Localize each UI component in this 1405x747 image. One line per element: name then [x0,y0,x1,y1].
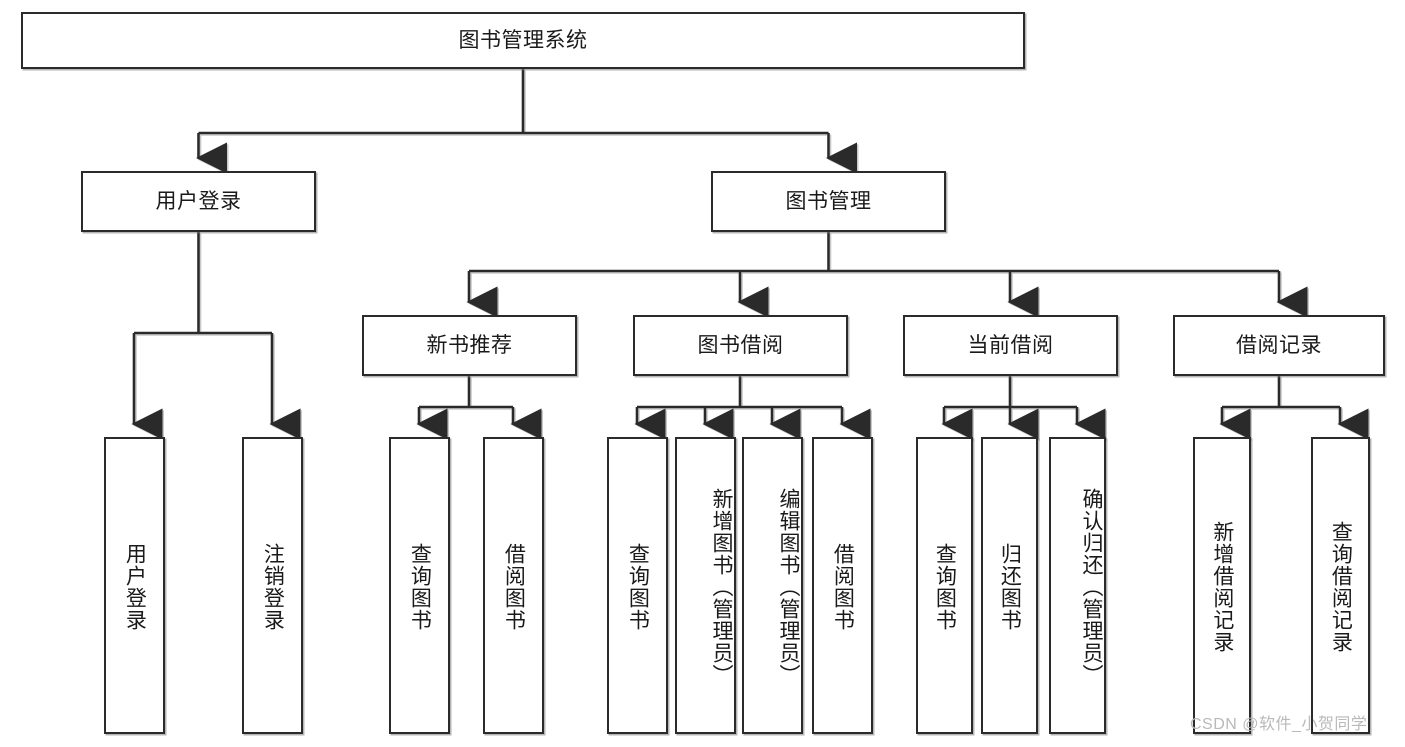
node-root-label: 图书管理系统 [458,28,588,52]
node-book-borrow-label: 图书借阅 [697,333,784,357]
leaf-user-login-label: 用户登录 [123,542,147,631]
node-current-borrow[interactable]: 当前借阅 [903,315,1118,376]
node-current-borrow-label: 当前借阅 [967,333,1054,357]
node-new-book-recommend-label: 新书推荐 [426,333,513,357]
node-book-borrow[interactable]: 图书借阅 [633,315,848,376]
node-book-manage-label: 图书管理 [785,189,872,213]
node-borrow-record-label: 借阅记录 [1236,333,1322,357]
leaf-edit-book[interactable]: 编辑图书（管理员） [742,437,803,734]
leaf-logout[interactable]: 注销登录 [242,437,303,734]
leaf-query-book-borrow[interactable]: 查询图书 [607,437,668,734]
leaf-logout-label: 注销登录 [261,542,285,631]
node-user-login-label: 用户登录 [155,189,242,213]
leaf-query-book-recommend-label: 查询图书 [408,542,432,631]
leaf-query-borrow-record[interactable]: 查询借阅记录 [1311,437,1370,734]
csdn-watermark: CSDN @软件_小贺同学 [1190,716,1368,733]
leaf-query-book-current[interactable]: 查询图书 [916,437,973,734]
leaf-confirm-return-label: 确认归还（管理员） [1080,487,1103,686]
leaf-borrow-book-borrow[interactable]: 借阅图书 [812,437,873,734]
leaf-borrow-book-recommend-label: 借阅图书 [502,542,526,631]
leaf-user-login[interactable]: 用户登录 [104,437,165,734]
leaf-return-book-label: 归还图书 [998,542,1022,631]
leaf-edit-book-label: 编辑图书（管理员） [777,487,800,686]
node-user-login[interactable]: 用户登录 [81,171,316,232]
leaf-add-borrow-record[interactable]: 新增借阅记录 [1193,437,1251,734]
leaf-return-book[interactable]: 归还图书 [981,437,1038,734]
node-root[interactable]: 图书管理系统 [21,12,1025,69]
leaf-add-borrow-record-label: 新增借阅记录 [1210,520,1234,653]
leaf-query-book-borrow-label: 查询图书 [626,542,650,631]
leaf-add-book[interactable]: 新增图书（管理员） [675,437,736,734]
leaf-query-book-recommend[interactable]: 查询图书 [389,437,450,734]
leaf-borrow-book-recommend[interactable]: 借阅图书 [483,437,544,734]
leaf-borrow-book-borrow-label: 借阅图书 [831,542,855,631]
leaf-confirm-return[interactable]: 确认归还（管理员） [1049,437,1106,734]
node-book-manage[interactable]: 图书管理 [711,171,946,232]
leaf-add-book-label: 新增图书（管理员） [710,487,733,686]
leaf-query-borrow-record-label: 查询借阅记录 [1329,520,1353,653]
node-new-book-recommend[interactable]: 新书推荐 [362,315,577,376]
node-borrow-record[interactable]: 借阅记录 [1173,315,1385,376]
leaf-query-book-current-label: 查询图书 [933,542,957,631]
